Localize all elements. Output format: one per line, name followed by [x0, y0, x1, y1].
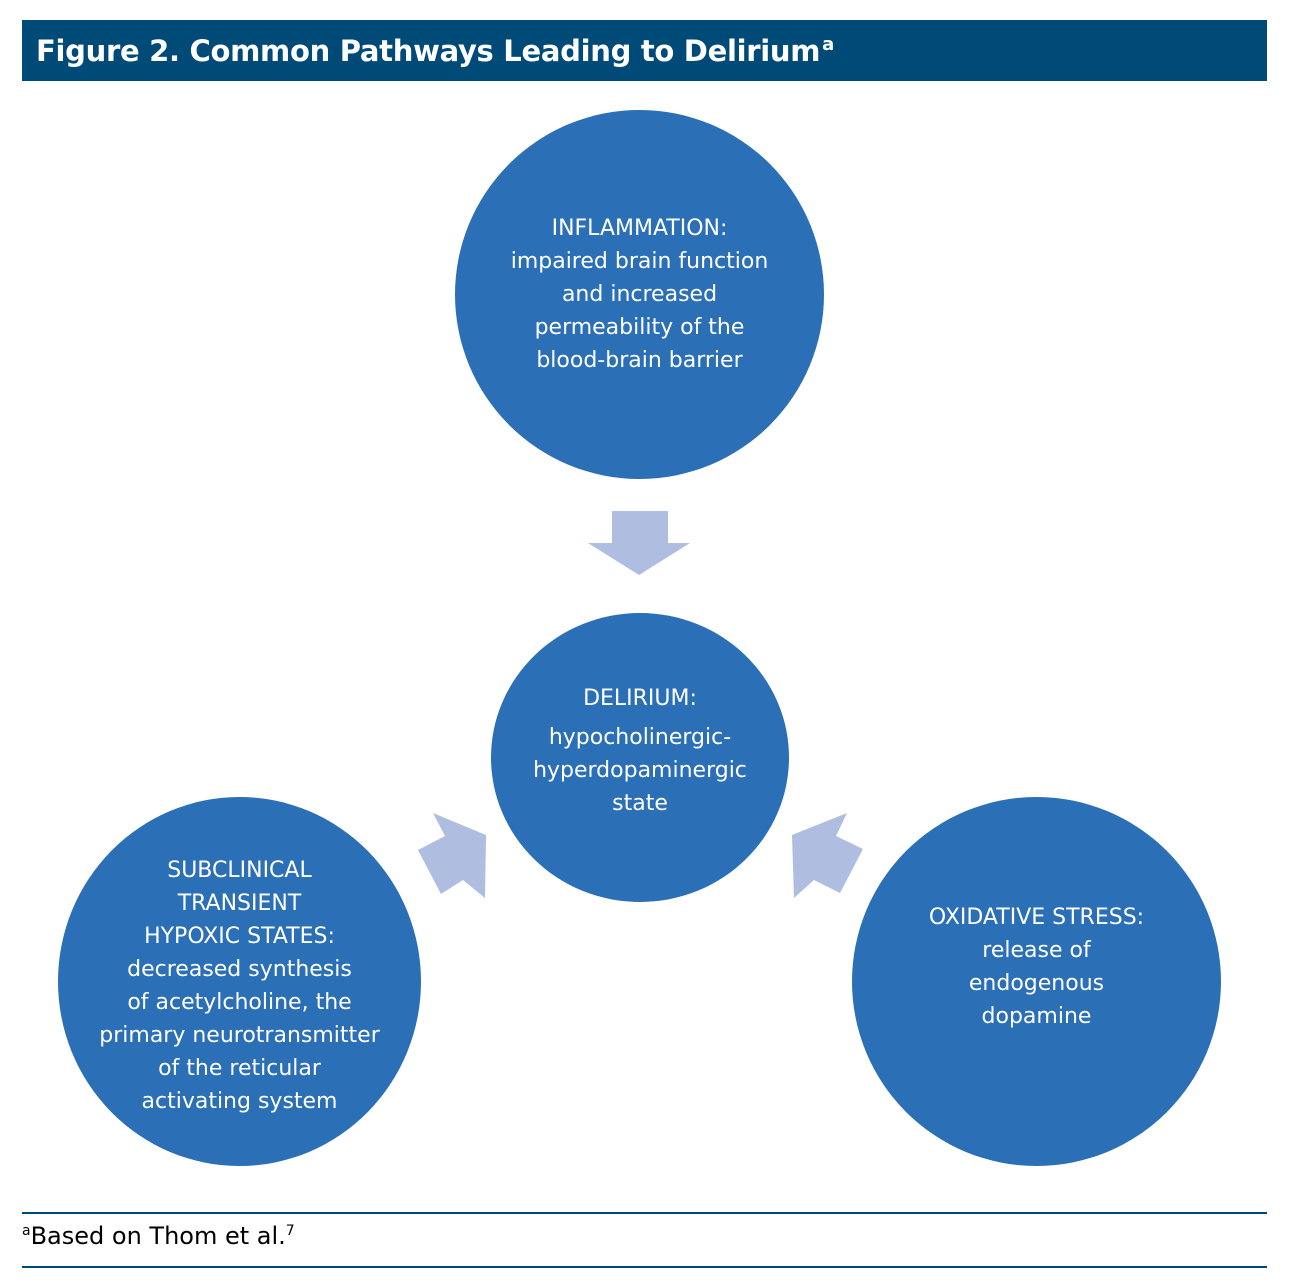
node-hypoxic-states-heading: SUBCLINICAL TRANSIENT HYPOXIC STATES:	[144, 857, 335, 949]
arrow-inflammation-to-delirium	[588, 511, 690, 575]
node-hypoxic-states: SUBCLINICAL TRANSIENT HYPOXIC STATES: de…	[58, 797, 421, 1166]
node-inflammation-heading: INFLAMMATION:	[551, 216, 728, 241]
footnote: aBased on Thom et al.7	[22, 1222, 295, 1250]
node-oxidative-stress-heading: OXIDATIVE STRESS:	[928, 904, 1145, 930]
node-inflammation: INFLAMMATION: impaired brain function an…	[455, 110, 824, 479]
node-oxidative-stress-body: release of endogenous dopamine	[968, 937, 1105, 1029]
node-inflammation-body: impaired brain function and increased pe…	[510, 249, 769, 373]
figure-title: Figure 2. Common Pathways Leading to Del…	[36, 34, 834, 68]
figure-title-superscript: a	[822, 33, 834, 55]
arrow-hypoxic-to-delirium	[418, 813, 486, 898]
node-hypoxic-states-body: decreased synthesis of acetylcholine, th…	[99, 956, 380, 1114]
node-delirium-body: hypocholinergic- hyperdopaminergic state	[533, 724, 747, 816]
figure-title-bar: Figure 2. Common Pathways Leading to Del…	[22, 20, 1267, 81]
arrow-oxidative-to-delirium	[792, 813, 863, 898]
node-delirium-heading: DELIRIUM:	[583, 685, 697, 711]
footnote-marker: a	[22, 1223, 31, 1239]
footnote-bottom-rule	[22, 1266, 1267, 1268]
footnote-text: Based on Thom et al.	[30, 1222, 286, 1250]
node-oxidative-stress: OXIDATIVE STRESS: release of endogenous …	[852, 797, 1221, 1166]
node-delirium: DELIRIUM: hypocholinergic- hyperdopamine…	[491, 613, 789, 902]
figure-title-text: Figure 2. Common Pathways Leading to Del…	[36, 33, 821, 68]
footnote-reference: 7	[285, 1223, 295, 1239]
footnote-top-rule	[22, 1212, 1267, 1214]
